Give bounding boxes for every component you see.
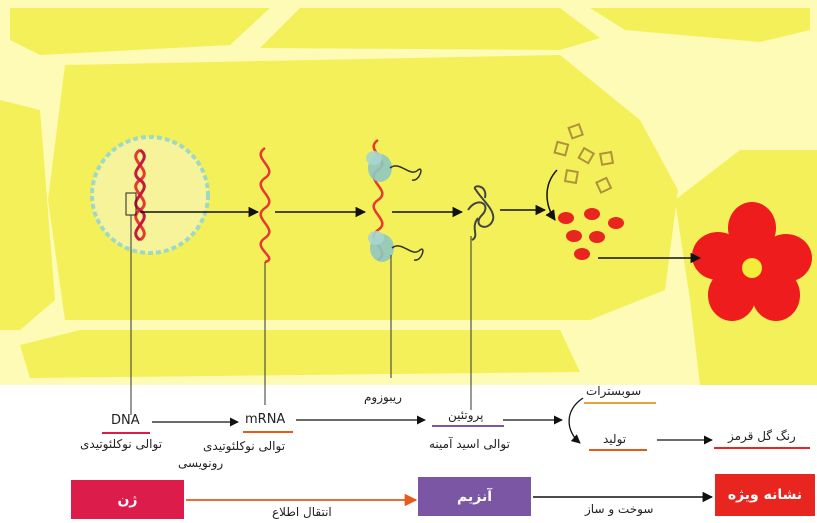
- neighbor-cell-top: [260, 8, 600, 50]
- neighbor-cell-top-left: [10, 8, 270, 55]
- gene-box: ژن: [71, 480, 184, 519]
- dna-strand-b: [134, 148, 146, 242]
- substrate-underline: [584, 402, 656, 404]
- mrna-underline: [243, 431, 293, 433]
- transcription-label: رونویسی: [178, 456, 224, 470]
- folded-protein: [467, 185, 495, 241]
- protein-sub-label: توالی اسید آمینه: [429, 437, 510, 451]
- metabolism-label: سوخت و ساز: [585, 502, 654, 516]
- mrna-sub-label: توالی نوکلئوتیدی: [203, 439, 286, 453]
- dna-sub-label: توالی نوکلئوتیدی: [80, 437, 163, 451]
- mrna-strand: [259, 146, 271, 264]
- product-label: تولید: [603, 432, 627, 446]
- arrow-substrate-to-product-lower: [568, 397, 584, 444]
- protein-underline: [432, 425, 504, 427]
- enzyme-box: آنزیم: [418, 477, 531, 516]
- peptide-chain-bottom: [391, 245, 424, 261]
- info-transfer-label: انتقال اطلاع: [272, 505, 332, 519]
- product-underline: [589, 449, 647, 451]
- pigment-product: [558, 208, 624, 260]
- nucleus: [90, 135, 210, 255]
- substrate-molecules: [553, 122, 615, 194]
- flower-color-underline: [714, 447, 810, 449]
- dna-label: DNA: [111, 413, 140, 428]
- flower-center: [742, 258, 762, 278]
- ribosome-top-small: [366, 151, 382, 165]
- dna-underline: [102, 432, 150, 434]
- neighbor-cell-bottom: [20, 330, 580, 378]
- flower-color-label: رنگ گل قرمز: [728, 429, 796, 443]
- arrow-substrate-to-product: [545, 169, 558, 221]
- mrna-label: mRNA: [245, 412, 286, 427]
- ribosome-label: ریبوزوم: [364, 390, 402, 404]
- neighbor-cell-top-right: [590, 8, 810, 42]
- main-cell: [48, 55, 678, 320]
- ribosome-bottom-small: [368, 231, 384, 245]
- neighbor-cell-left: [0, 100, 55, 330]
- peptide-chain-top: [389, 165, 422, 181]
- substrate-label: سوبسترات: [586, 384, 642, 398]
- trait-box: نشانه ویژه: [715, 474, 815, 516]
- protein-label: پروتئین: [448, 408, 484, 422]
